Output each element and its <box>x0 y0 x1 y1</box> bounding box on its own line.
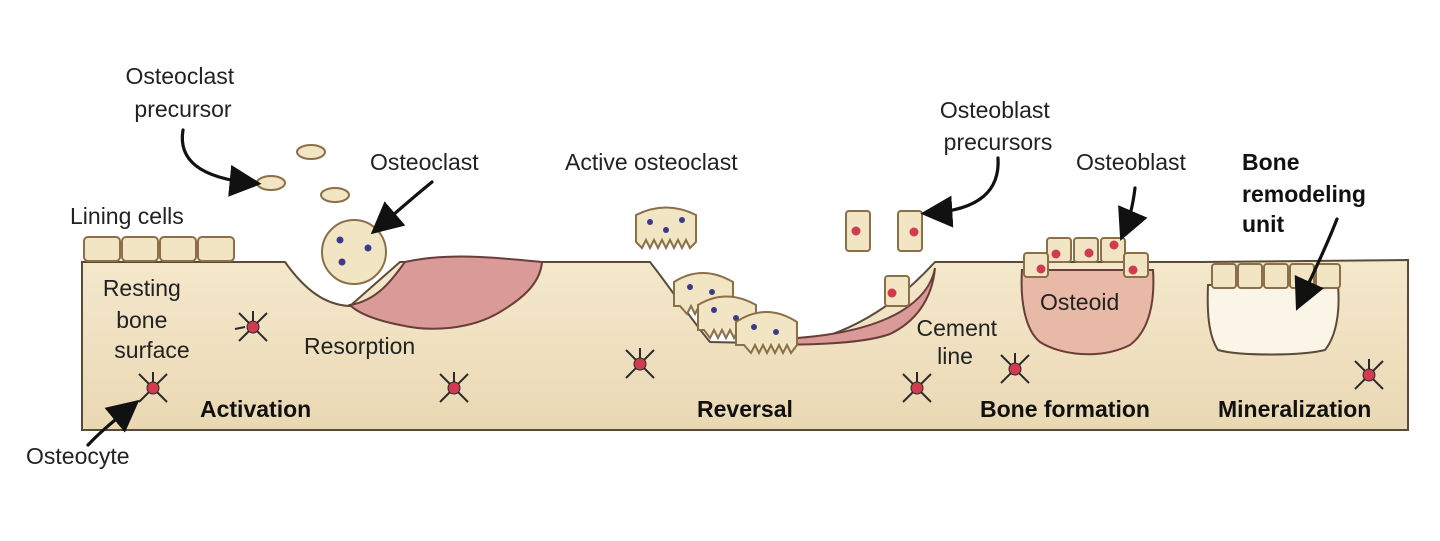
label-cement-line: Cement line <box>917 315 1004 369</box>
label-active-osteoclast: Active osteoclast <box>565 149 738 175</box>
stage-activation: Activation <box>200 396 311 422</box>
arrow-osteoclast-precursor <box>180 128 262 197</box>
osteoid-area <box>1020 269 1155 356</box>
label-resorption: Resorption <box>304 333 415 359</box>
label-osteoblast-precursors: Osteoblast precursors <box>940 97 1056 155</box>
osteoclast-precursor-cells <box>256 144 350 203</box>
reversal-cement-area <box>739 267 936 347</box>
label-osteocyte: Osteocyte <box>26 443 130 469</box>
arrow-osteoclast <box>370 180 434 235</box>
arrow-bone-remodeling-unit <box>1294 217 1339 311</box>
osteoblast-precursor-cells <box>845 210 923 307</box>
label-osteoblast: Osteoblast <box>1076 149 1187 175</box>
active-osteoclast-cells <box>635 206 798 356</box>
resorption-area <box>347 255 544 330</box>
osteoclast-cell <box>321 219 387 285</box>
label-resting-bone-surface: Resting bone surface <box>103 275 190 363</box>
lining-cells <box>83 236 235 262</box>
arrow-osteocyte <box>86 399 140 447</box>
remodeling-unit-outline <box>1206 284 1340 356</box>
remodeling-lining-cells <box>1211 263 1341 289</box>
label-osteoid: Osteoid <box>1040 289 1119 315</box>
arrow-osteoblast <box>1118 186 1148 241</box>
stage-reversal: Reversal <box>697 396 793 422</box>
stage-bone-formation: Bone formation <box>980 396 1150 422</box>
osteoblast-cells <box>1023 237 1149 278</box>
label-osteoclast-precursor: Osteoclast precursor <box>125 63 240 122</box>
label-lining-cells: Lining cells <box>70 203 184 229</box>
osteocyte-cells <box>138 311 1384 403</box>
label-osteoclast: Osteoclast <box>370 149 479 175</box>
label-bone-remodeling-unit: Bone remodeling unit <box>1242 149 1372 237</box>
stage-mineralization: Mineralization <box>1218 396 1371 422</box>
arrow-osteoblast-precursors <box>920 156 1000 228</box>
